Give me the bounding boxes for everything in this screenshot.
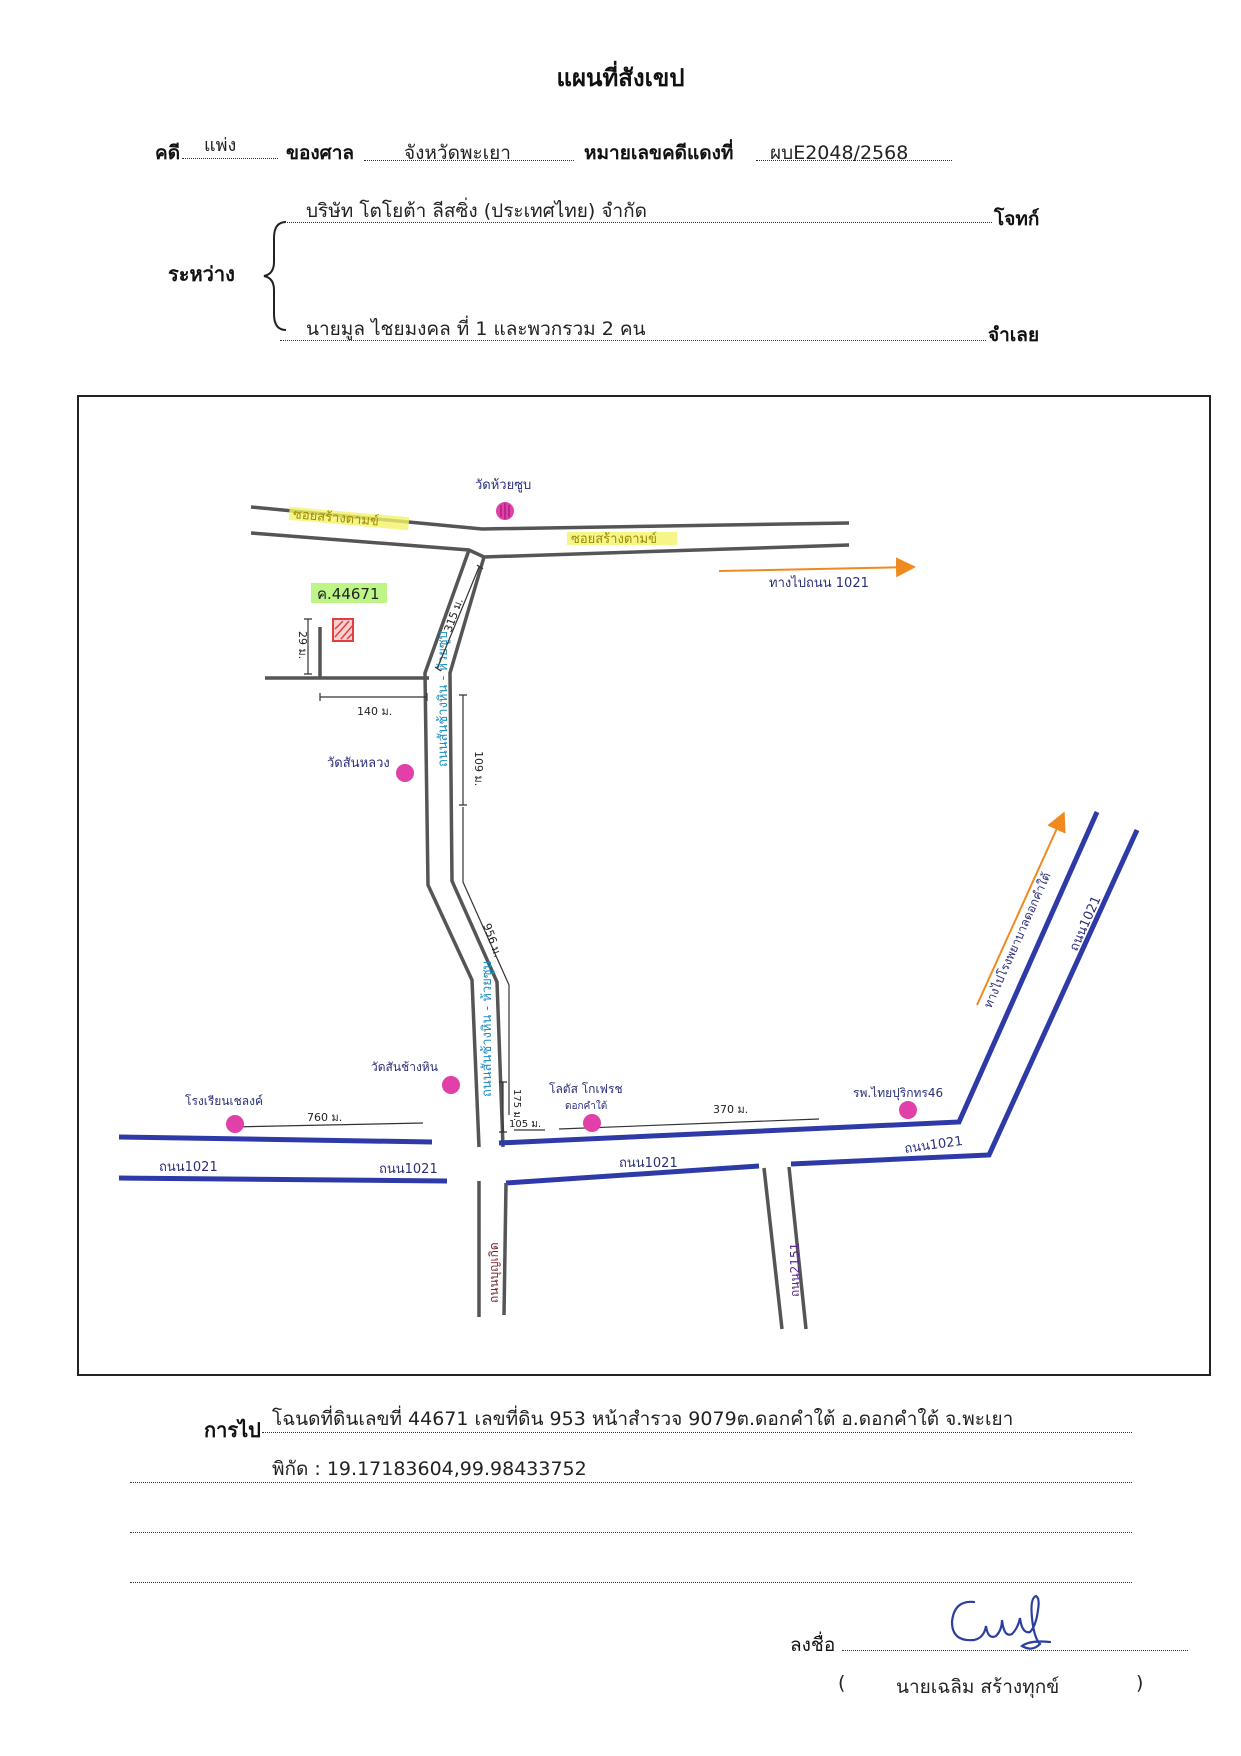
road-1021-label-a: ถนน1021 bbox=[159, 1160, 218, 1175]
red-case-number-value: ผบE2048/2568 bbox=[770, 142, 909, 164]
road-1021-label-d: ถนน1021 bbox=[903, 1134, 963, 1157]
signer-name: นายเฉลิม สร้างทุกข์ bbox=[896, 1676, 1060, 1698]
arrow-to-hospital bbox=[976, 811, 1066, 1006]
plaintiff-label: โจทก์ bbox=[994, 208, 1040, 230]
landmark-school: โรงเรียนเชลงค์ bbox=[185, 1094, 263, 1108]
distance-370: 370 ม. bbox=[713, 1103, 748, 1116]
court-label: ของศาล bbox=[286, 142, 355, 164]
soi-label-left: ซอยสร้างตามข์ bbox=[292, 506, 379, 529]
plot-label-highlight bbox=[311, 583, 387, 603]
signature bbox=[950, 1594, 1052, 1650]
sign-label: ลงชื่อ bbox=[790, 1634, 836, 1656]
red-case-label: หมายเลขคดีแดงที่ bbox=[584, 142, 734, 164]
pin-wat-top bbox=[496, 502, 514, 520]
landmark-lotus: โลตัส โกเฟรช bbox=[549, 1082, 623, 1096]
directions-line-1: โฉนดที่ดินเลขที่ 44671 เลขที่ดิน 953 หน้… bbox=[272, 1408, 1014, 1430]
pin-school bbox=[226, 1115, 244, 1133]
directions-dots-4 bbox=[130, 1582, 1132, 1583]
defendant-dots bbox=[280, 340, 986, 341]
pin-lotus bbox=[583, 1114, 601, 1132]
map-canvas: ซอยสร้างตามข์ ซอยสร้างตามข์ ถนนสันช้างหิ… bbox=[118, 478, 1140, 1330]
road-south-label: ถนนบุญเกิด bbox=[487, 1242, 502, 1303]
landmark-hospital: รพ.ไทยปุริกทร46 bbox=[853, 1086, 943, 1101]
road-1021-label-c: ถนน1021 bbox=[619, 1156, 678, 1171]
main-road-label-upper: ถนนสันช้างหิน - ห้วยซูบ bbox=[436, 631, 451, 767]
dimension-lines bbox=[230, 564, 820, 1133]
sign-dots bbox=[842, 1650, 1188, 1651]
road-1021 bbox=[118, 810, 1140, 1186]
plot-marker bbox=[332, 618, 354, 642]
south-roads bbox=[477, 1166, 808, 1330]
plaintiff-dots bbox=[280, 222, 992, 223]
road-1021-label-b: ถนน1021 bbox=[379, 1162, 438, 1177]
distance-175: 175 ม. bbox=[511, 1089, 522, 1121]
case-type-value: แพ่ง bbox=[204, 135, 237, 156]
distance-29: 29 ม. bbox=[296, 631, 309, 659]
signer-open-paren: ( bbox=[838, 1672, 846, 1694]
case-type-dots bbox=[182, 158, 278, 159]
distance-109: 109 ม. bbox=[472, 751, 485, 786]
plaintiff-name: บริษัท โตโยต้า ลีสซิ่ง (ประเทศไทย) จำกัด bbox=[306, 200, 648, 222]
plot-access-road bbox=[265, 627, 429, 680]
main-road bbox=[423, 549, 505, 1148]
soi-label-right: ซอยสร้างตามข์ bbox=[571, 531, 657, 547]
case-label: คดี bbox=[155, 142, 181, 164]
sketch-map: ซอยสร้างตามข์ ซอยสร้างตามข์ ถนนสันช้างหิ… bbox=[77, 395, 1211, 1376]
red-case-dots bbox=[756, 160, 952, 161]
directions-line-2: พิกัด : 19.17183604,99.98433752 bbox=[272, 1458, 587, 1480]
directions-dots-1 bbox=[262, 1432, 1132, 1433]
page-title: แผนที่สังเขป bbox=[556, 64, 685, 92]
plot-hatch bbox=[334, 620, 354, 640]
between-label: ระหว่าง bbox=[168, 262, 235, 286]
directions-dots-2 bbox=[130, 1482, 1132, 1483]
court-name-value: จังหวัดพะเยา bbox=[404, 142, 511, 164]
arrow-to-1021 bbox=[718, 557, 916, 578]
soi-highlight-right bbox=[567, 532, 677, 545]
landmark-wat-lower: วัดสันช้างหิน bbox=[371, 1060, 438, 1074]
distance-760: 760 ม. bbox=[307, 1111, 342, 1124]
main-road-label-lower: ถนนสันช้างหิน - ห้วยซูบ bbox=[480, 961, 495, 1097]
signer-close-paren: ) bbox=[1136, 1672, 1144, 1694]
pin-hospital bbox=[899, 1101, 917, 1119]
landmark-lotus-sub: ดอกคำใต้ bbox=[565, 1100, 607, 1112]
distance-140: 140 ม. bbox=[357, 705, 392, 718]
plot-label: ค.44671 bbox=[317, 585, 380, 603]
landmark-wat-top: วัดห้วยซูบ bbox=[475, 478, 531, 493]
distance-105: 105 ม. bbox=[509, 1119, 541, 1130]
soi-highlight-left bbox=[288, 506, 410, 531]
defendant-name: นายมูล ไชยมงคล ที่ 1 และพวกรวม 2 คน bbox=[306, 318, 646, 340]
pin-wat-mid bbox=[396, 764, 414, 782]
arrow-to-1021-label: ทางไปถนน 1021 bbox=[769, 575, 869, 591]
landmark-wat-mid: วัดสันหลวง bbox=[327, 756, 390, 771]
defendant-label: จำเลย bbox=[988, 324, 1040, 346]
court-dots bbox=[364, 160, 574, 161]
road-2151-label: ถนน2151 bbox=[788, 1243, 802, 1297]
brace-icon bbox=[263, 221, 287, 331]
pin-wat-lower bbox=[442, 1076, 460, 1094]
directions-dots-3 bbox=[130, 1532, 1132, 1533]
directions-label: การไป bbox=[204, 1418, 261, 1442]
